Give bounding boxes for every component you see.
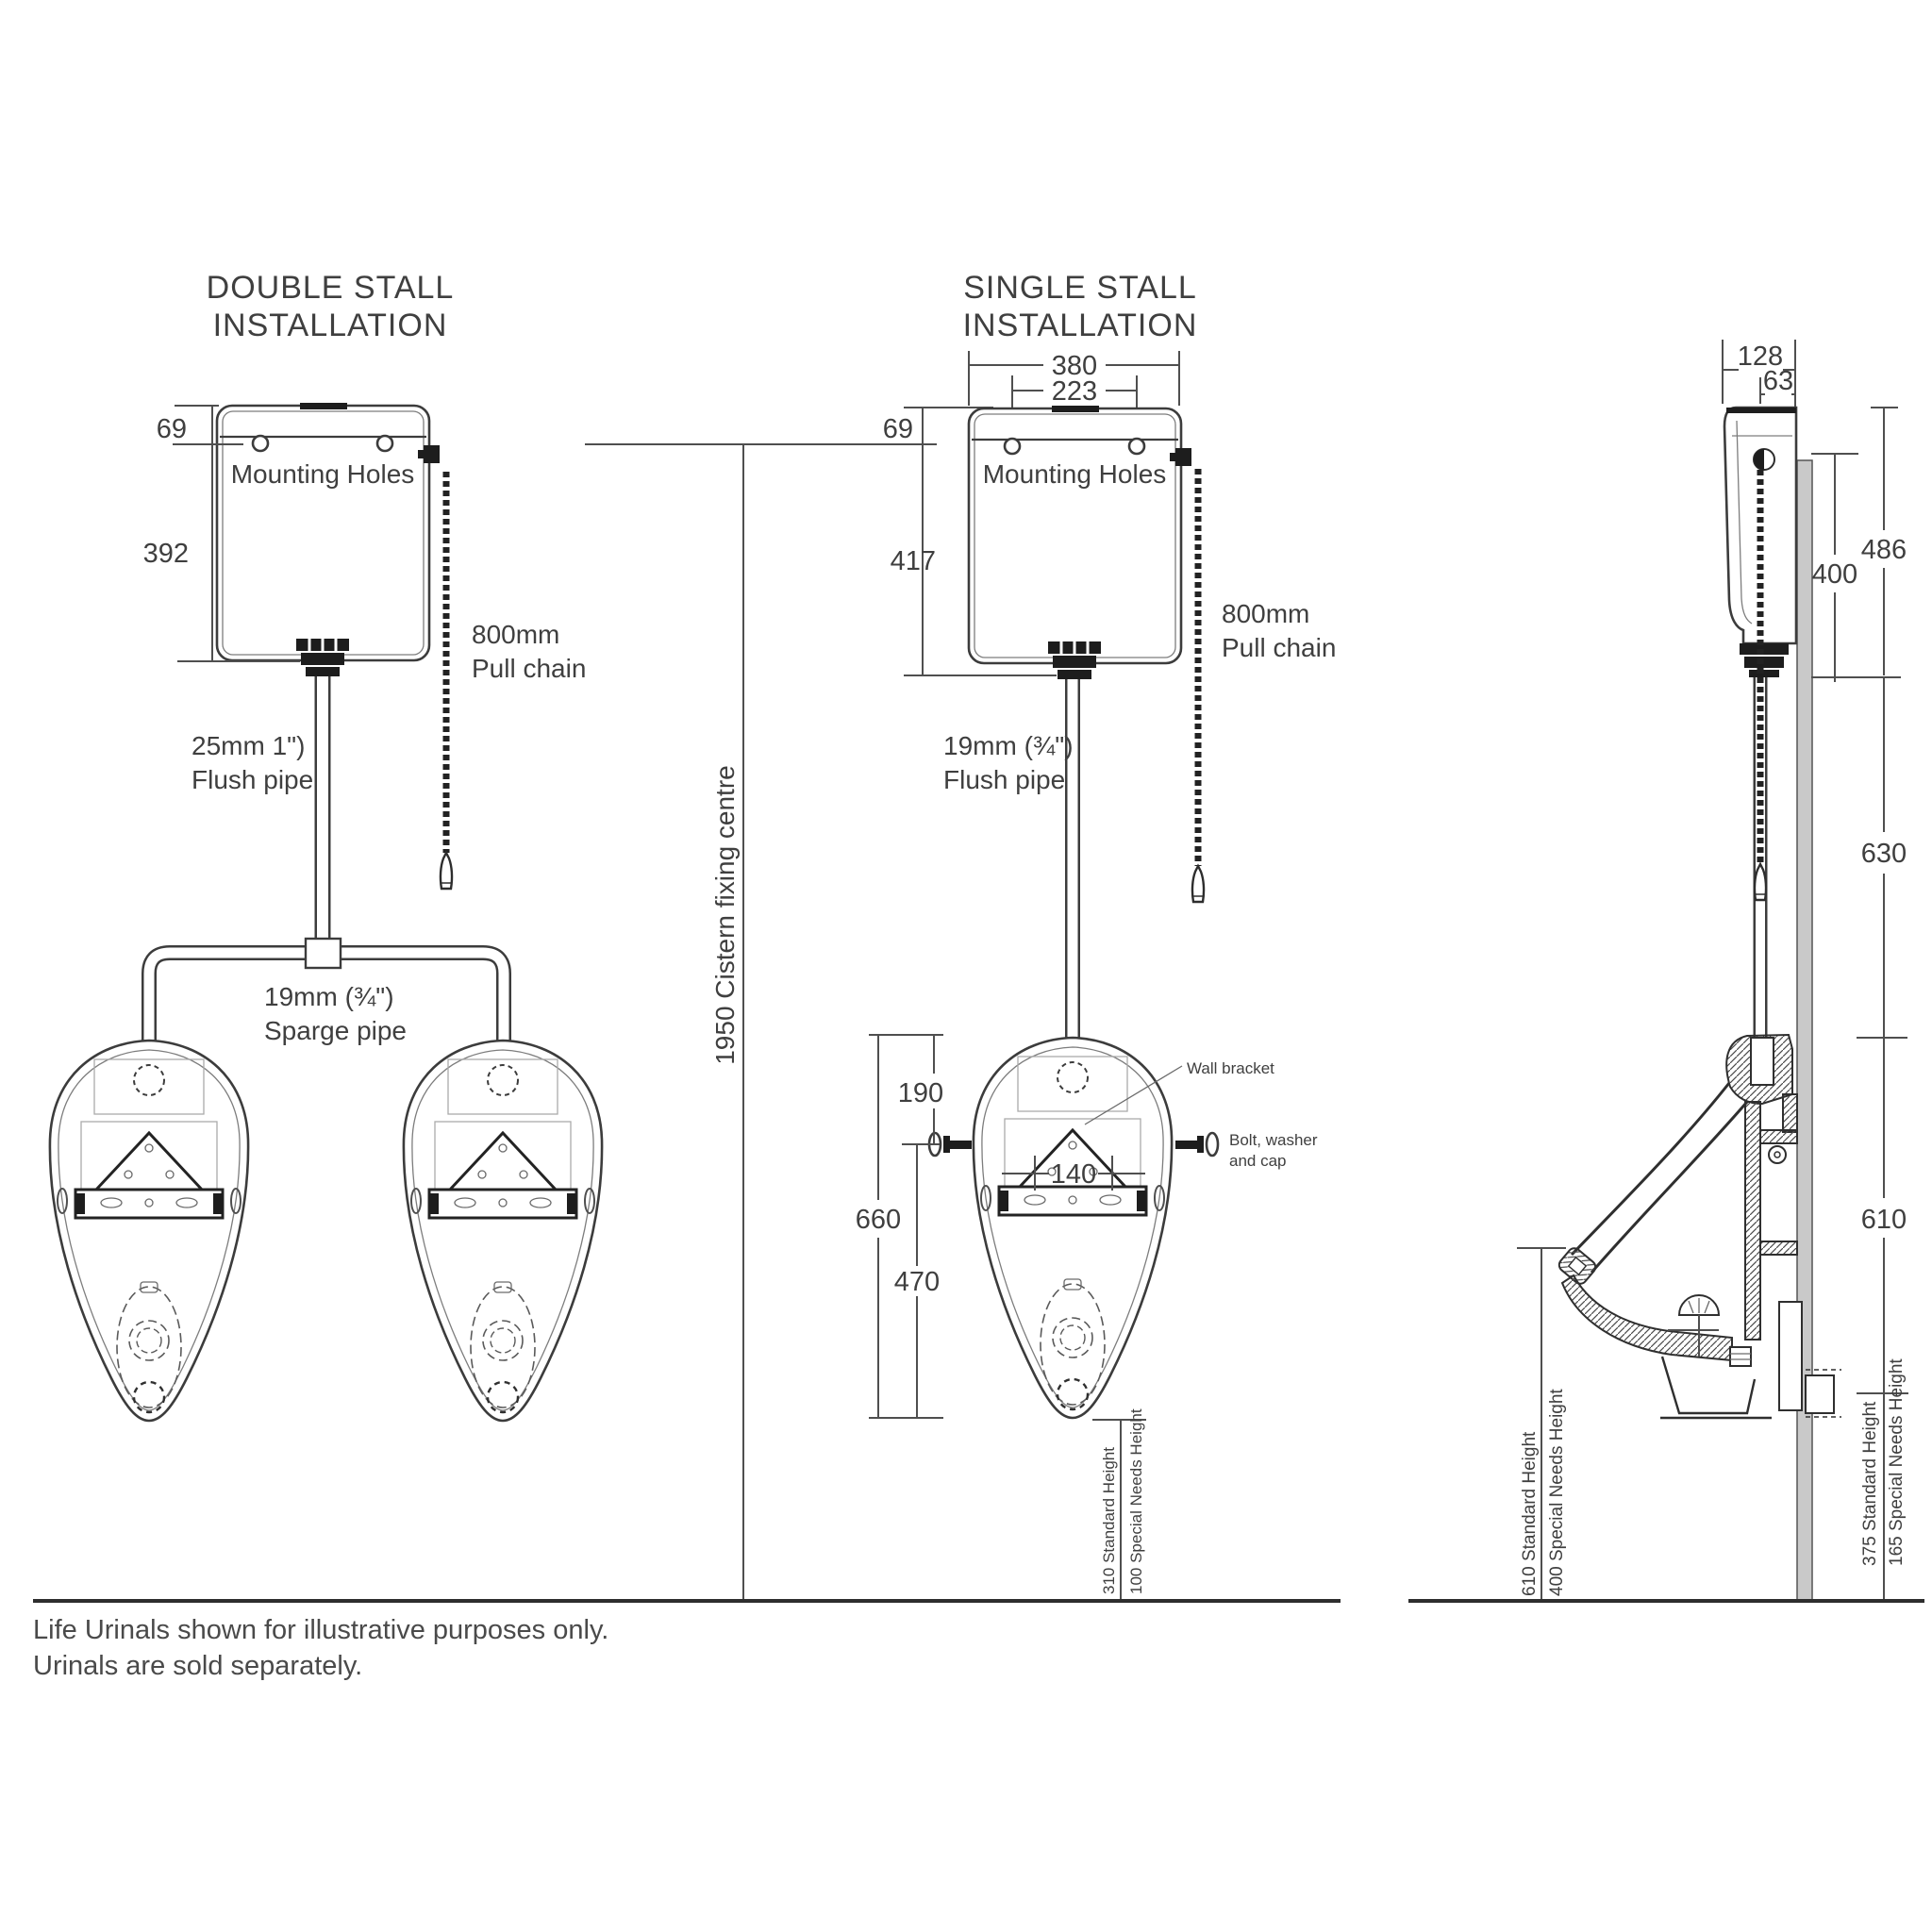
dim-380: 380 <box>1052 351 1097 381</box>
double-urinal-right <box>402 1039 604 1423</box>
single-top-dimensions: 380 223 69 417 <box>883 351 1180 676</box>
dim-223: 223 <box>1052 376 1097 407</box>
cistern-fixing-centre-label: 1950 Cistern fixing centre <box>710 765 740 1065</box>
single-flushpipe-label-line1: 19mm (¾") <box>943 731 1074 760</box>
wall-bracket-label: Wall bracket <box>1187 1059 1274 1077</box>
single-urinal <box>972 1036 1174 1420</box>
side-right-dimensions: 486 400 630 610 375 Standard Height 165 … <box>1811 407 1908 1601</box>
height-310-label: 310 Standard Height <box>1100 1447 1118 1594</box>
sparge-label-line1: 19mm (¾") <box>264 982 394 1011</box>
dim-140: 140 <box>1051 1159 1096 1190</box>
dim-630: 630 <box>1861 839 1907 869</box>
side-top-dimensions: 128 63 <box>1722 340 1796 460</box>
footnote-line1: Life Urinals shown for illustrative purp… <box>33 1615 608 1645</box>
height-400-label: 400 Special Needs Height <box>1547 1389 1567 1596</box>
dim-63: 63 <box>1763 366 1793 396</box>
sparge-pipe <box>142 937 511 1043</box>
double-stall-title-line1: DOUBLE STALL <box>207 270 455 306</box>
hanger-bracket <box>1778 1301 1803 1411</box>
height-375-label: 375 Standard Height <box>1860 1401 1880 1566</box>
dim-140-group: 140 <box>1002 1156 1145 1191</box>
single-side-dimensions: 660 190 470 <box>856 1034 943 1419</box>
waste-outlet <box>1805 1374 1835 1414</box>
sparge-tee <box>304 937 342 970</box>
single-stall-title-line1: SINGLE STALL <box>963 270 1197 306</box>
dim-190: 190 <box>898 1078 943 1108</box>
dim-470: 470 <box>894 1267 940 1297</box>
double-dimensions: 69 392 <box>143 405 300 662</box>
side-view-diagram: 128 63 <box>1517 340 1908 1602</box>
side-urinal-section <box>1557 1033 1841 1420</box>
sparge-label-line2: Sparge pipe <box>264 1016 407 1045</box>
dim-660: 660 <box>856 1205 901 1235</box>
side-cistern <box>1723 406 1798 677</box>
bolt-label-line2: and cap <box>1229 1152 1287 1170</box>
double-pull-chain <box>439 472 454 891</box>
single-pull-chain <box>1191 469 1206 904</box>
height-610-label: 610 Standard Height <box>1520 1431 1540 1596</box>
single-stall-title-line2: INSTALLATION <box>963 308 1198 343</box>
double-urinal-left <box>48 1039 250 1423</box>
dim-69-double: 69 <box>157 414 187 444</box>
double-flushpipe-label-line2: Flush pipe <box>192 765 313 794</box>
dim-392: 392 <box>143 539 189 569</box>
cistern-fixing-centre: 1950 Cistern fixing centre <box>585 443 937 1601</box>
dim-128: 128 <box>1738 341 1783 372</box>
single-flushpipe-label-line2: Flush pipe <box>943 765 1065 794</box>
double-mounting-holes-label: Mounting Holes <box>231 459 415 489</box>
double-pullchain-label-line2: Pull chain <box>472 654 586 683</box>
double-stall-title-line2: INSTALLATION <box>213 308 448 343</box>
footnote-line2: Urinals are sold separately. <box>33 1651 362 1681</box>
side-left-dimensions: 610 Standard Height 400 Special Needs He… <box>1517 1247 1567 1601</box>
dim-417: 417 <box>891 546 936 576</box>
double-cistern <box>215 401 441 678</box>
single-height-reference: 310 Standard Height 100 Special Needs He… <box>1092 1408 1146 1601</box>
height-100-label: 100 Special Needs Height <box>1127 1408 1145 1594</box>
dim-610: 610 <box>1861 1205 1907 1235</box>
single-stall-diagram: SINGLE STALL INSTALLATION 380 223 69 417 <box>856 270 1336 1601</box>
single-pullchain-label-line2: Pull chain <box>1222 633 1336 662</box>
dim-486: 486 <box>1861 535 1907 565</box>
double-pullchain-label-line1: 800mm <box>472 620 559 649</box>
height-165-label: 165 Special Needs Height <box>1887 1358 1907 1566</box>
dim-69-single: 69 <box>883 414 913 444</box>
wall-bracket-leader-line <box>1084 1065 1183 1125</box>
single-pullchain-label-line1: 800mm <box>1222 599 1309 628</box>
bolt-right <box>1175 1131 1220 1158</box>
dim-400: 400 <box>1812 559 1857 590</box>
wall-section <box>1796 459 1813 1602</box>
single-cistern <box>967 404 1193 681</box>
double-stall-diagram: DOUBLE STALL INSTALLATION Mounting Holes <box>48 270 604 1423</box>
single-mounting-holes-label: Mounting Holes <box>983 459 1167 489</box>
double-flushpipe-label-line1: 25mm 1") <box>192 731 305 760</box>
bolt-label-line1: Bolt, washer <box>1229 1131 1318 1149</box>
